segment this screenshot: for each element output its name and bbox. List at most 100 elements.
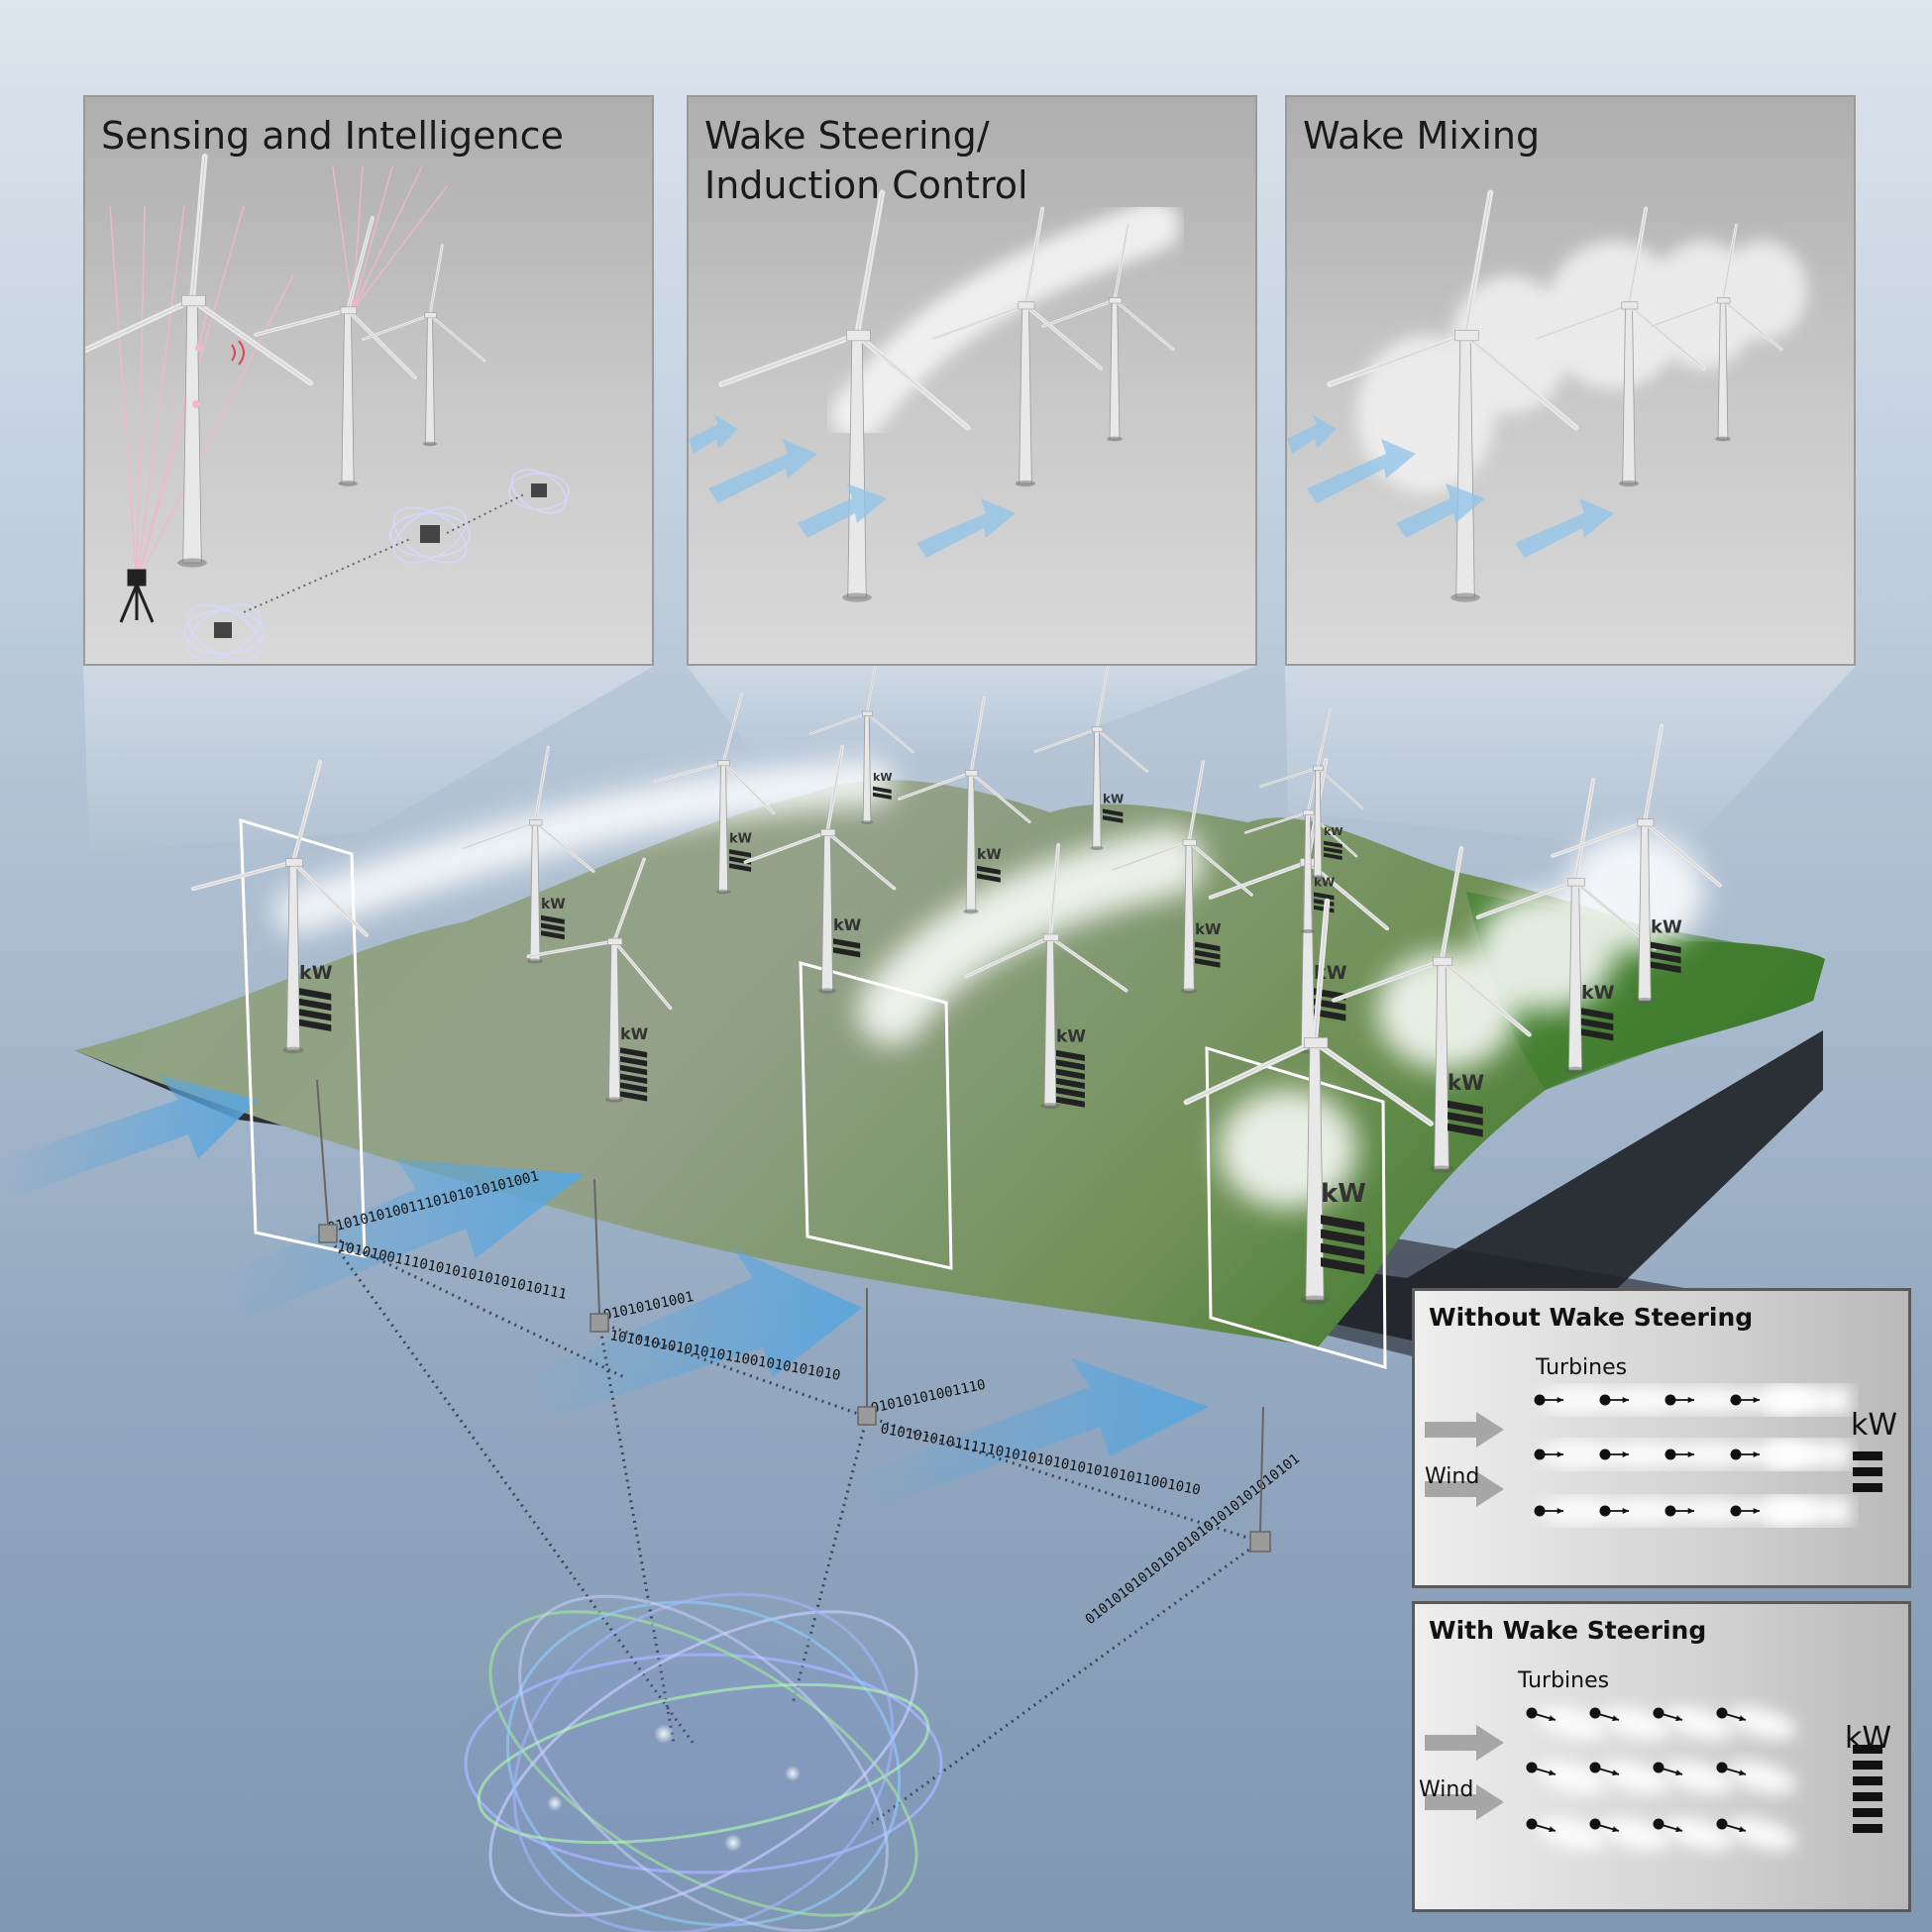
turbine-marker-icon: [1730, 1394, 1760, 1406]
kw-bar-icon: [620, 1073, 648, 1084]
wake-plume: [1670, 1386, 1750, 1414]
wake-band: [1771, 1441, 1851, 1468]
kw-bar-icon: [1056, 1087, 1085, 1099]
kw-label: kW: [1324, 825, 1342, 838]
inset-without-wake-steering: Without Wake Steering Turbines Wind kW: [1412, 1288, 1911, 1588]
kw-bar-icon: [299, 1019, 332, 1031]
wind-arrow-icon: [1425, 1725, 1504, 1820]
wake-plume: [1726, 1817, 1797, 1851]
turbine-marker-icon: [1730, 1449, 1760, 1460]
panel-steering-scene: [689, 189, 1180, 602]
inset-with-wake-steering: With Wake Steering Turbines Wind kW: [1412, 1601, 1911, 1912]
kw-label: kW: [1321, 1179, 1366, 1209]
kw-label: kW: [1314, 875, 1335, 889]
kw-bar-icon: [729, 863, 752, 872]
kw-label: kW: [1651, 917, 1682, 938]
kw-bar-icon: [541, 922, 565, 932]
turbine-marker-icon: [1599, 1449, 1629, 1460]
turbine-marker-icon: [1716, 1762, 1747, 1776]
turbine-icon: [930, 206, 1103, 487]
kw-label: kW: [1448, 1071, 1484, 1095]
turbine-icon: kW: [1183, 898, 1434, 1305]
sensor-nodes: [318, 1224, 1271, 1553]
kw-bar-icon: [1056, 1059, 1085, 1071]
turbine-marker-icon: [1526, 1818, 1556, 1833]
kw-bar-icon: [1056, 1096, 1085, 1108]
kw-bar-icon: [1581, 1018, 1614, 1031]
wake-plume: [1599, 1817, 1670, 1851]
kw-label: kW: [1195, 920, 1222, 938]
wind-arrow-icon: [1287, 414, 1614, 558]
kw-bar-icon: [1853, 1808, 1882, 1817]
edge-compute-spheres: [183, 469, 570, 661]
inset-diagram: [1425, 1706, 1882, 1851]
inset-title: With Wake Steering: [1429, 1616, 1707, 1645]
turbine-icon: kW: [1259, 707, 1364, 879]
turbine-marker-icon: [1664, 1449, 1694, 1460]
kw-label: kW: [977, 847, 1002, 863]
wake-plume: [1663, 1706, 1734, 1740]
projection-beams: [83, 666, 1856, 852]
panel-title: Sensing and Intelligence: [101, 114, 564, 158]
wind-label: Wind: [1425, 1464, 1480, 1489]
turbine-icon: kW: [898, 696, 1031, 914]
kw-bar-icon: [1321, 1215, 1365, 1233]
turbine-icon: kW: [653, 693, 775, 895]
kw-bar-icon: [1103, 815, 1124, 823]
highlight-frames: [239, 817, 1387, 1369]
kw-bar-icon: [1853, 1776, 1882, 1785]
ai-sphere-icon: [464, 1592, 943, 1932]
kw-bar-icon: [1651, 941, 1681, 954]
kw-label: kW: [833, 915, 862, 934]
kw-level-bars: [1853, 1451, 1882, 1492]
wake-band: [1771, 1497, 1851, 1525]
wake-plume: [1663, 1761, 1734, 1794]
wake-plume: [1726, 1761, 1797, 1794]
wireless-signal-icon: [231, 340, 245, 366]
turbine-icon: [1327, 189, 1579, 602]
kw-bar-icon: [1448, 1112, 1483, 1126]
kw-bar-icon: [833, 938, 861, 949]
turbine-marker-icon: [1716, 1707, 1747, 1722]
wake-plume: [1599, 1761, 1670, 1794]
wake-plume: [1663, 1817, 1734, 1851]
kw-bar-icon: [541, 914, 565, 924]
kw-bar-icon: [1324, 840, 1342, 848]
kw-bar-icon: [1651, 961, 1681, 974]
kw-label: kW: [1581, 982, 1615, 1004]
inset-diagram: [1425, 1386, 1882, 1525]
wind-label: Wind: [1419, 1777, 1474, 1802]
panel-sensing-scene: [85, 153, 570, 661]
turbine-marker-icon: [1534, 1505, 1563, 1517]
turbine-marker-icon: [1653, 1707, 1683, 1722]
turbine-icon: kW: [1033, 663, 1148, 851]
turbine-icon: [1041, 223, 1175, 442]
turbine-marker-icon: [1653, 1818, 1683, 1833]
turbine-icon: kW: [1550, 723, 1722, 1005]
turbine-marker-icon: [1664, 1505, 1694, 1517]
turbine-icon: [1650, 223, 1783, 442]
turbine-icon: [362, 244, 486, 447]
wake-plume: [1670, 1497, 1750, 1525]
kw-bar-icon: [620, 1047, 648, 1058]
wake-plume: [1540, 1386, 1619, 1414]
turbine-marker-icon: [1526, 1762, 1556, 1776]
kw-bar-icon: [620, 1064, 648, 1076]
kw-bar-icon: [1324, 852, 1342, 860]
node-masts: [316, 1079, 1264, 1533]
kw-bar-icon: [1853, 1745, 1882, 1754]
kw-label: kW: [620, 1024, 649, 1043]
kw-bar-icon: [1314, 892, 1335, 901]
wake-plume: [1536, 1706, 1607, 1740]
kw-bar-icon: [1056, 1068, 1085, 1080]
kw-bar-icon: [1853, 1483, 1882, 1492]
terrain-wakes: [274, 760, 1704, 1209]
wake-plume: [1726, 1706, 1797, 1740]
kw-bar-icon: [1321, 1257, 1365, 1274]
turbine-icon: kW: [964, 842, 1128, 1109]
panel-wake-mixing: Wake Mixing: [1285, 95, 1856, 666]
kw-bar-icon: [299, 1009, 332, 1021]
turbine-marker-icon: [1526, 1707, 1556, 1722]
turbine-icon: [85, 153, 314, 568]
binary-string: 1010100111010101010101010111: [336, 1238, 568, 1303]
